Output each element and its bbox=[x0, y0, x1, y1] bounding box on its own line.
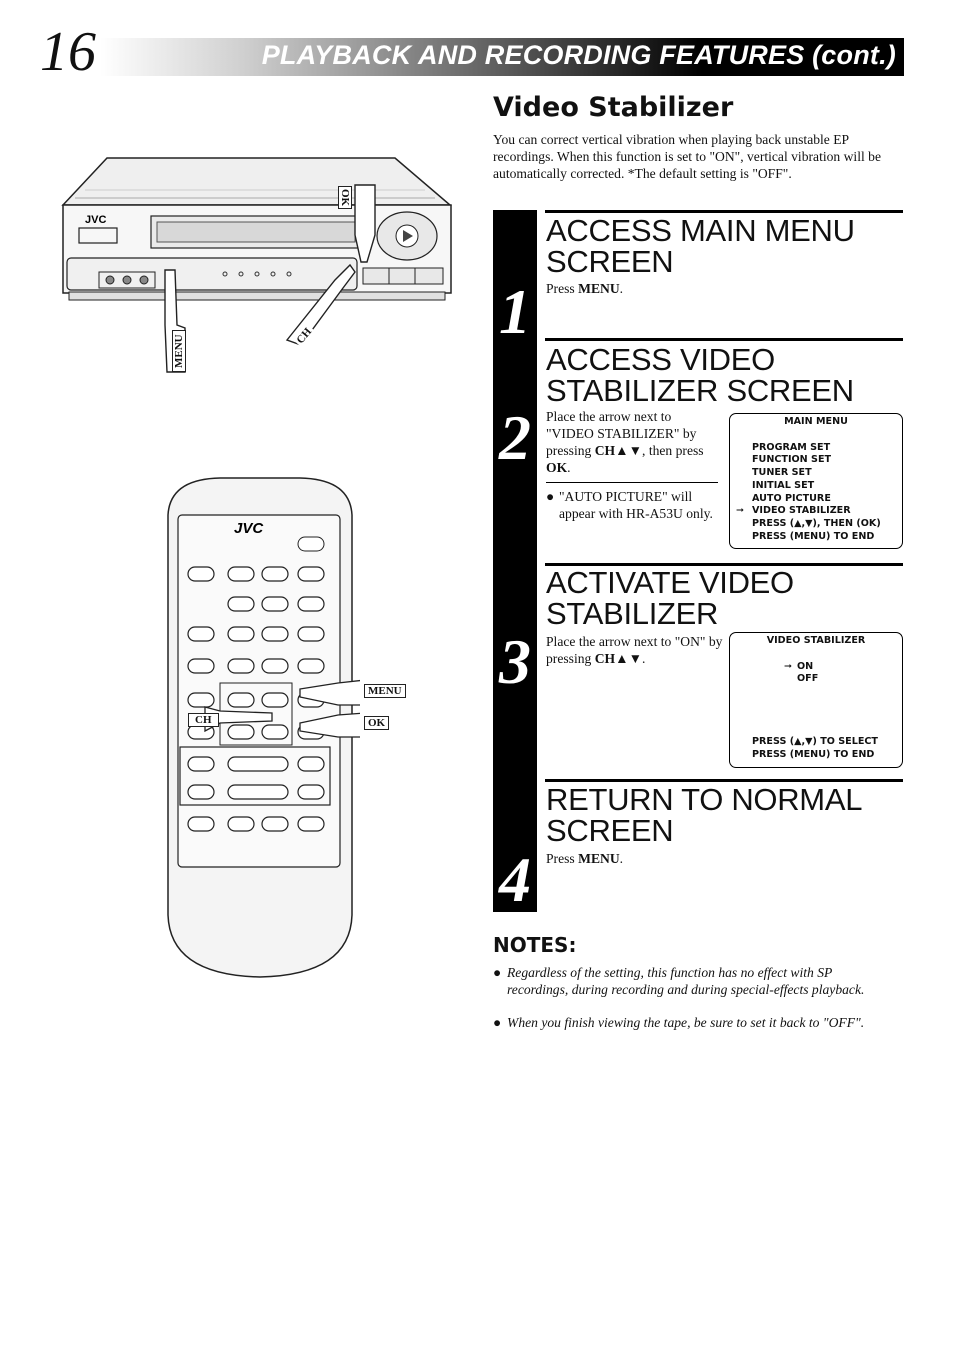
step-2-bullet: ●"AUTO PICTURE" will appear with HR-A53U… bbox=[546, 489, 713, 521]
intro-paragraph: You can correct vertical vibration when … bbox=[493, 132, 881, 181]
main-menu-item: TUNER SET bbox=[752, 467, 812, 479]
step-3-text: Place the arrow next to "ON" by pressing… bbox=[546, 634, 723, 666]
bullet-icon: ● bbox=[493, 1015, 502, 1030]
main-menu-item: FUNCTION SET bbox=[752, 454, 832, 466]
step-1-number: 1 bbox=[499, 276, 531, 347]
main-menu-heading: MAIN MENU bbox=[784, 416, 848, 427]
step-2-number: 2 bbox=[499, 402, 531, 473]
main-menu-item: PROGRAM SET bbox=[752, 441, 831, 453]
main-menu-item: PRESS (▲,▼), THEN (OK) bbox=[752, 517, 881, 529]
remote-ch-label: CH bbox=[188, 713, 219, 727]
remote-illustration: JVC bbox=[167, 477, 360, 978]
step-4-rule bbox=[545, 779, 903, 782]
step-number-strip: 1 2 3 4 bbox=[493, 210, 537, 912]
step-1-text: Press MENU. bbox=[546, 281, 624, 296]
step-1-title: ACCESS MAIN MENU SCREEN bbox=[546, 213, 855, 279]
video-stabilizer-heading: VIDEO STABILIZER bbox=[766, 635, 866, 646]
menu-key-name: MENU bbox=[578, 281, 620, 296]
main-menu-item: AUTO PICTURE bbox=[752, 492, 831, 504]
section-title: Video Stabilizer bbox=[493, 92, 734, 123]
remote-brand-logo: JVC bbox=[234, 520, 264, 537]
header-title: PLAYBACK AND RECORDING FEATURES (cont.) bbox=[261, 40, 896, 70]
page-number: 16 bbox=[40, 21, 96, 83]
step-3-title: ACTIVATE VIDEO STABILIZER bbox=[546, 565, 794, 631]
remote-ok-label: OK bbox=[364, 716, 390, 730]
vcr-ok-label: OK bbox=[338, 186, 352, 210]
main-menu-item: ➞VIDEO STABILIZER bbox=[736, 505, 851, 517]
step-3-rule bbox=[545, 563, 903, 566]
main-menu-item: INITIAL SET bbox=[752, 479, 815, 491]
step-2-title: ACCESS VIDEO STABILIZER SCREEN bbox=[546, 342, 854, 408]
notes-title: NOTES: bbox=[493, 933, 577, 957]
vs-option: ➞ON bbox=[784, 660, 814, 672]
step-2-divider bbox=[546, 482, 718, 483]
vcr-brand-logo: JVC bbox=[85, 214, 106, 226]
vcr-illustration: JVC bbox=[61, 157, 453, 373]
header-bar: PLAYBACK AND RECORDING FEATURES (cont.) bbox=[100, 38, 904, 76]
remote-menu-label: MENU bbox=[364, 684, 406, 698]
bullet-icon: ● bbox=[493, 965, 502, 980]
step-1-rule bbox=[545, 210, 903, 213]
step-4-text: Press MENU. bbox=[546, 851, 624, 866]
note-item: ●Regardless of the setting, this functio… bbox=[493, 965, 865, 997]
step-4-title: RETURN TO NORMAL SCREEN bbox=[546, 782, 861, 848]
vcr-menu-label: MENU bbox=[172, 330, 186, 372]
step-4-number: 4 bbox=[499, 844, 531, 915]
bullet-icon: ● bbox=[546, 489, 555, 504]
selection-arrow-icon: ➞ bbox=[784, 660, 793, 672]
step-2-text: Place the arrow next to "VIDEO STABILIZE… bbox=[546, 409, 704, 475]
note-item: ●When you finish viewing the tape, be su… bbox=[493, 1015, 865, 1030]
vs-footer-line: PRESS (▲,▼) TO SELECT bbox=[752, 736, 878, 747]
step-2-rule bbox=[545, 338, 903, 341]
step-3-number: 3 bbox=[499, 626, 531, 697]
vs-option: OFF bbox=[797, 673, 819, 685]
selection-arrow-icon: ➞ bbox=[736, 505, 745, 517]
main-menu-item: PRESS (MENU) TO END bbox=[752, 530, 875, 542]
vs-footer-line: PRESS (MENU) TO END bbox=[752, 748, 875, 760]
